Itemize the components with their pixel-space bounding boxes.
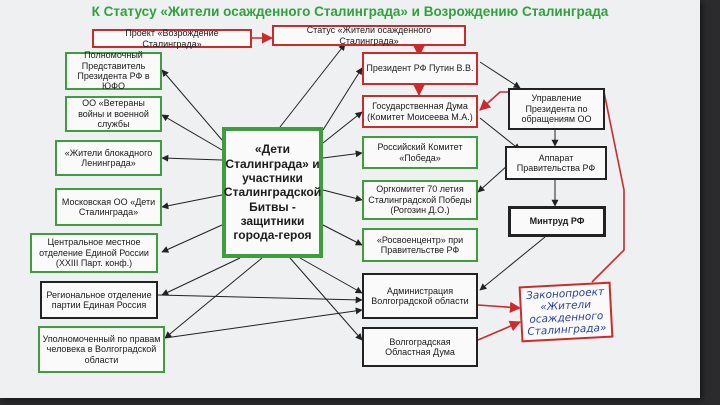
arrow-center-moscow bbox=[161, 194, 223, 210]
arrow-center-ombudsman bbox=[164, 257, 263, 339]
arrow-president-pres-office bbox=[479, 61, 521, 89]
arrow-ombudsman-admin bbox=[164, 307, 363, 339]
arrow-duma-apparat bbox=[479, 117, 521, 151]
er-regional-box: Региональное отделение партии Единая Рос… bbox=[40, 281, 158, 319]
diagram-title: К Статусу «Жители осажденного Сталинград… bbox=[91, 4, 609, 19]
link-admin-law bbox=[477, 301, 522, 313]
arrow-er-regional-admin bbox=[157, 294, 363, 304]
er-central-box: Центральное местное отделение Единой Рос… bbox=[30, 233, 158, 273]
obl-duma-box: Волгоградская Областная Дума bbox=[362, 327, 478, 367]
arrow-center-status bbox=[279, 43, 346, 128]
apparat-box: Аппарат Правительства РФ bbox=[505, 146, 607, 180]
link-obl-duma-law bbox=[477, 320, 522, 341]
arrow-center-pobeda bbox=[322, 150, 363, 159]
blockade-box: «Жители блокадного Ленинграда» bbox=[55, 140, 162, 176]
rosvoen-box: «Росвоенцентр» при Правительстве РФ bbox=[362, 228, 478, 262]
president-box: Президент РФ Путин В.В. bbox=[362, 52, 478, 85]
arrow-center-plenipotentiary bbox=[161, 69, 223, 141]
arrow-center-veterans bbox=[161, 114, 223, 151]
arrow-center-orgcom bbox=[322, 189, 363, 202]
pres-office-box: Управление Президента по обращениям ОО bbox=[508, 88, 605, 130]
moscow-oo-box: Московская ОО «Дети Сталинграда» bbox=[55, 188, 162, 226]
pobeda-box: Российский Комитет «Победа» bbox=[362, 136, 478, 169]
arrow-center-duma bbox=[322, 111, 363, 144]
project-box: Проект «Возрождение Сталинграда» bbox=[92, 28, 252, 49]
arrow-center-admin bbox=[299, 257, 363, 294]
ombudsman-box: Уполномоченный по правам человека в Волг… bbox=[38, 326, 165, 373]
arrow-mintrud-admin bbox=[479, 236, 546, 291]
arrow-center-er-regional bbox=[161, 257, 241, 296]
arrow-apparat-orgcom bbox=[477, 164, 509, 193]
link-law-duma bbox=[479, 91, 625, 283]
plenipotentiary-box: Полномочный Представитель Президента РФ … bbox=[65, 50, 162, 91]
mintrud-box: Минтруд РФ bbox=[508, 206, 606, 237]
center-box: «Дети Сталинграда» и участники Сталингра… bbox=[222, 127, 323, 258]
arrow-center-er-central bbox=[161, 224, 223, 253]
status-box: Статус «Жители осажденного Сталинграда» bbox=[272, 25, 466, 46]
arrow-center-president bbox=[322, 67, 363, 131]
orgcom-box: Оргкомитет 70 летия Сталинградской Побед… bbox=[362, 180, 478, 220]
duma-box: Государственная Дума (Комитет Моисеева М… bbox=[362, 95, 478, 128]
law-note-box: Законопроект «Жители осажденного Сталинг… bbox=[518, 281, 614, 343]
arrow-center-rosvoen bbox=[322, 224, 363, 246]
arrow-center-blockade bbox=[161, 154, 223, 162]
veterans-box: ОО «Ветераны войны и военной службы bbox=[65, 96, 162, 132]
admin-box: Администрация Волгоградской области bbox=[362, 273, 478, 319]
